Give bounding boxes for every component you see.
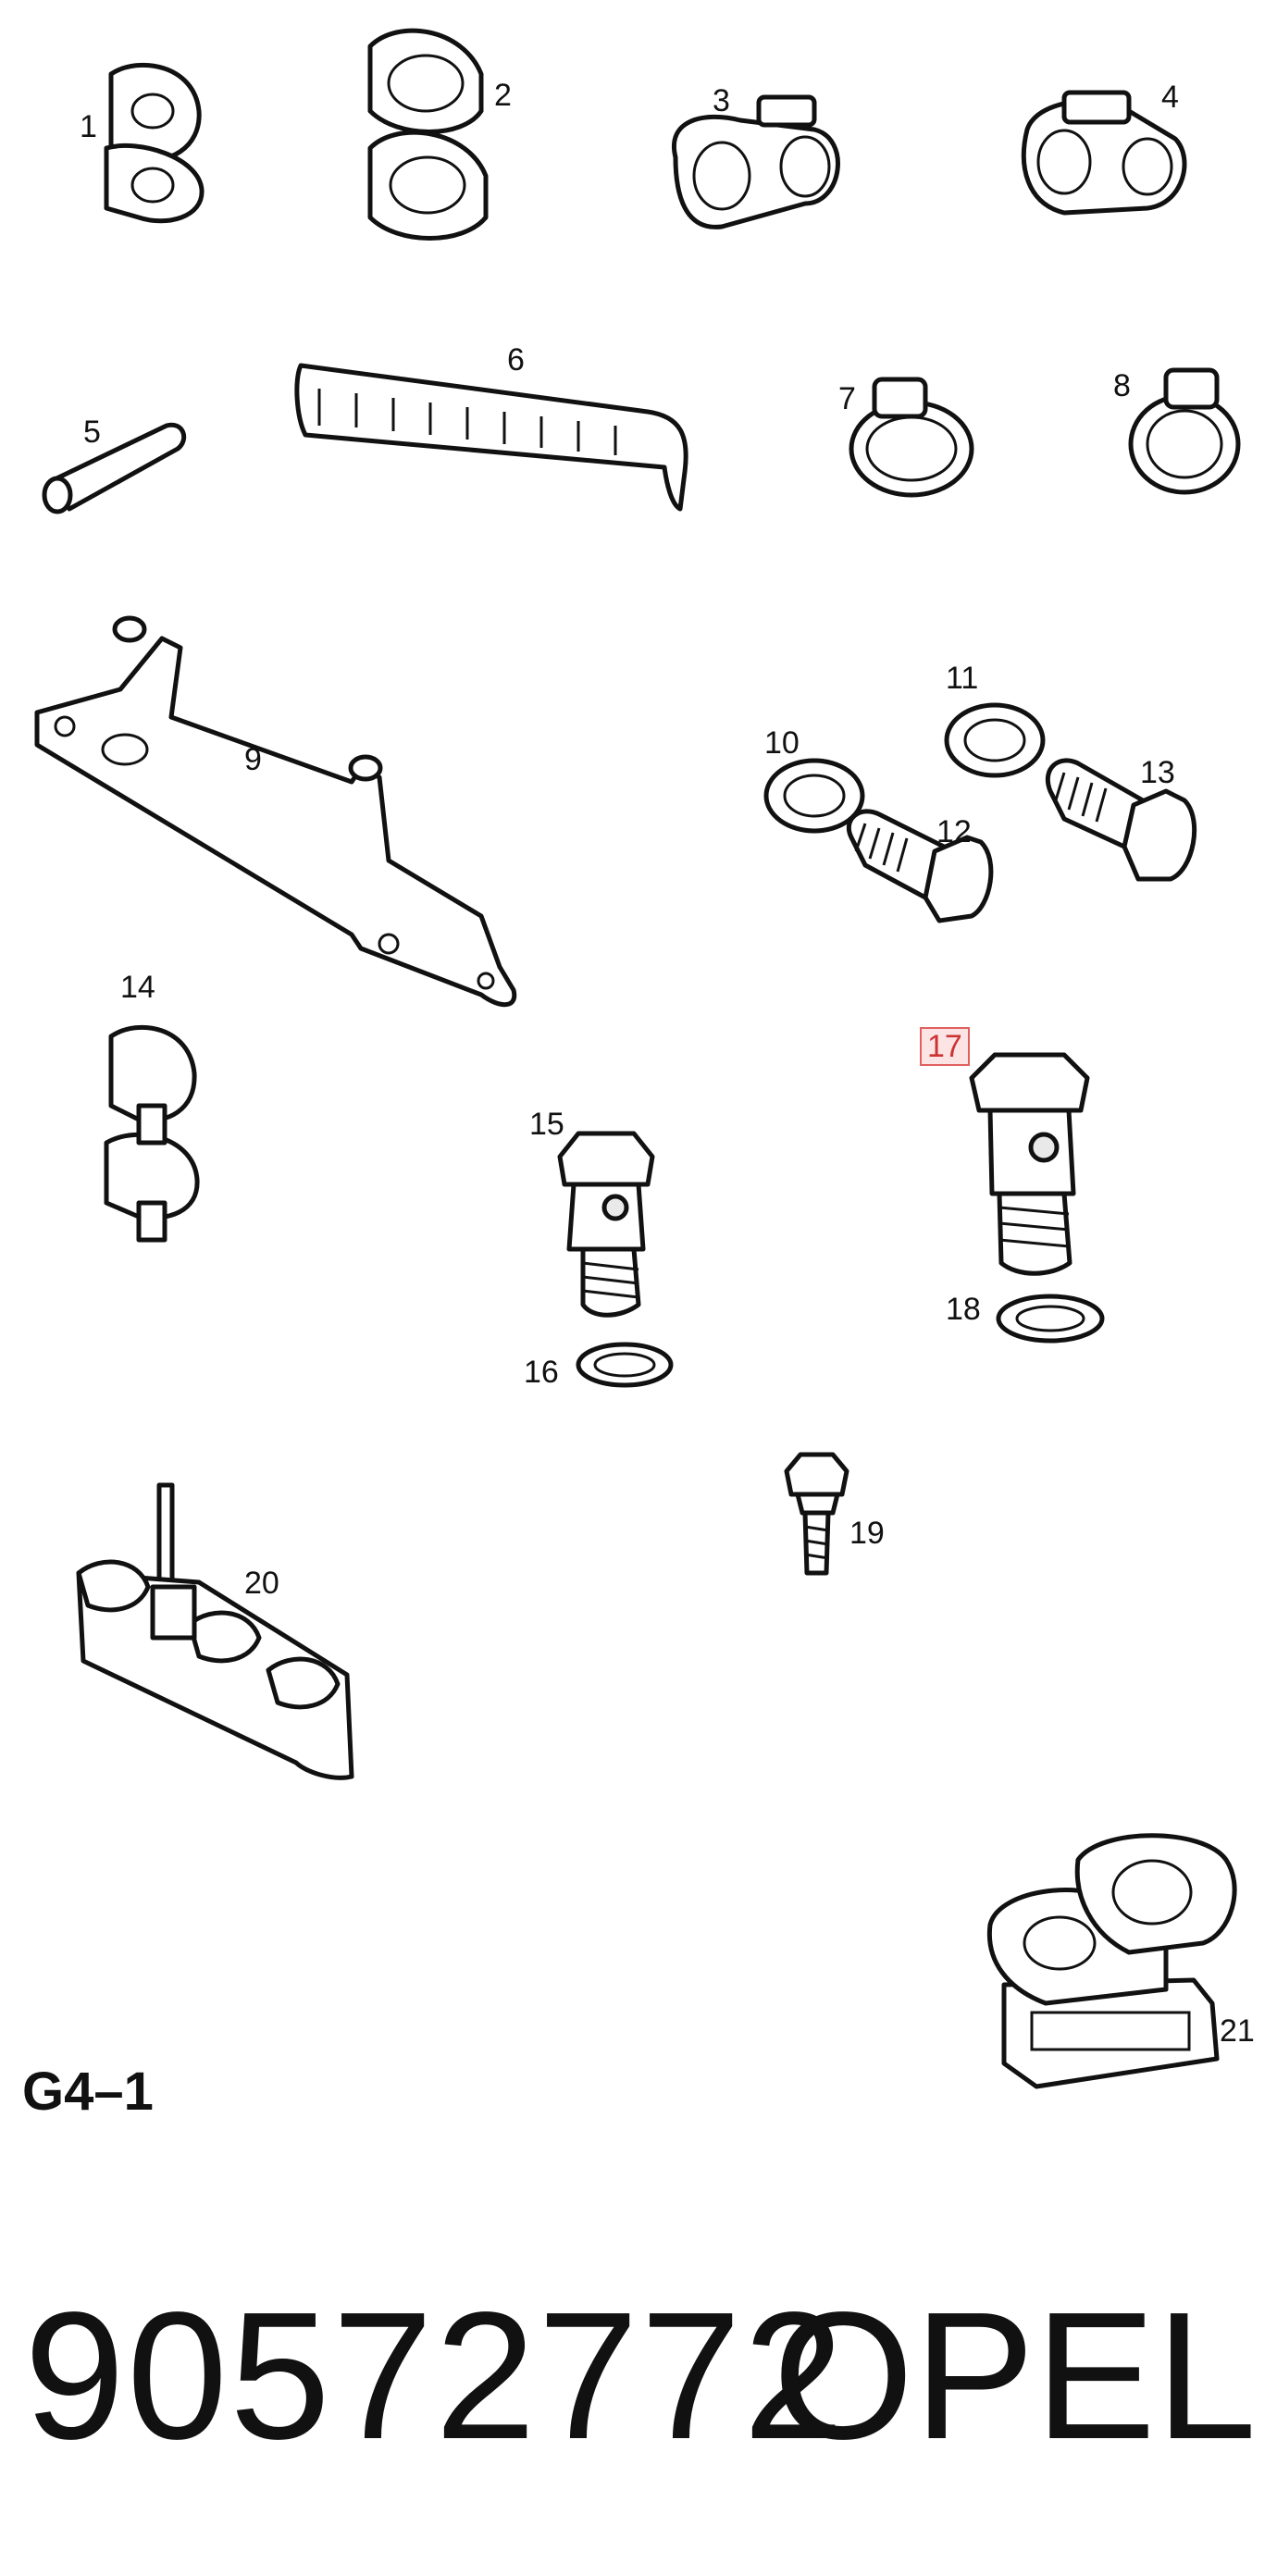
label-21: 21	[1220, 2013, 1255, 2049]
label-2: 2	[494, 78, 512, 113]
part-8-hose-clamp	[1128, 367, 1241, 495]
part-11-washer	[944, 702, 1046, 778]
label-7: 7	[838, 381, 856, 416]
label-17-highlighted: 17	[920, 1027, 970, 1066]
label-20: 20	[244, 1566, 279, 1601]
label-12: 12	[936, 814, 972, 849]
label-18: 18	[946, 1292, 981, 1327]
part-19-screw	[784, 1452, 849, 1576]
part-20-triple-clip	[76, 1482, 354, 1780]
part-14-double-clip	[104, 1024, 200, 1243]
part-12-bolt	[846, 809, 994, 923]
label-11: 11	[946, 661, 979, 696]
label-6: 6	[507, 342, 525, 378]
part-1-double-clip	[104, 62, 205, 224]
part-13-bolt	[1045, 758, 1197, 882]
part-17-bolt	[969, 1052, 1090, 1276]
label-5: 5	[83, 415, 101, 450]
label-3: 3	[713, 83, 730, 118]
part-16-seal	[576, 1342, 674, 1388]
label-10: 10	[764, 725, 800, 761]
part-number: 90572772	[24, 2274, 847, 2477]
part-21-clip-base	[986, 1833, 1237, 2089]
label-4: 4	[1161, 80, 1179, 115]
brand-name: OPEL	[773, 2274, 1257, 2477]
part-5-pin	[42, 422, 187, 514]
label-16: 16	[524, 1355, 559, 1390]
label-14: 14	[120, 970, 155, 1005]
label-13: 13	[1140, 755, 1175, 790]
label-8: 8	[1113, 368, 1131, 403]
label-19: 19	[849, 1516, 885, 1551]
label-9: 9	[244, 742, 262, 777]
part-18-seal	[996, 1294, 1105, 1344]
part-2-stacked-clip	[367, 28, 489, 241]
part-6-edge-strip	[294, 363, 688, 512]
label-1: 1	[80, 109, 97, 144]
part-15-bolt	[557, 1131, 655, 1318]
part-7-hose-clamp	[849, 377, 974, 498]
part-10-washer	[763, 758, 865, 834]
part-3-twin-clip	[672, 94, 840, 229]
part-9-bracket	[34, 615, 517, 1008]
section-code: G4–1	[22, 2062, 154, 2122]
label-15: 15	[529, 1107, 564, 1142]
part-4-twin-clip	[1021, 90, 1187, 216]
